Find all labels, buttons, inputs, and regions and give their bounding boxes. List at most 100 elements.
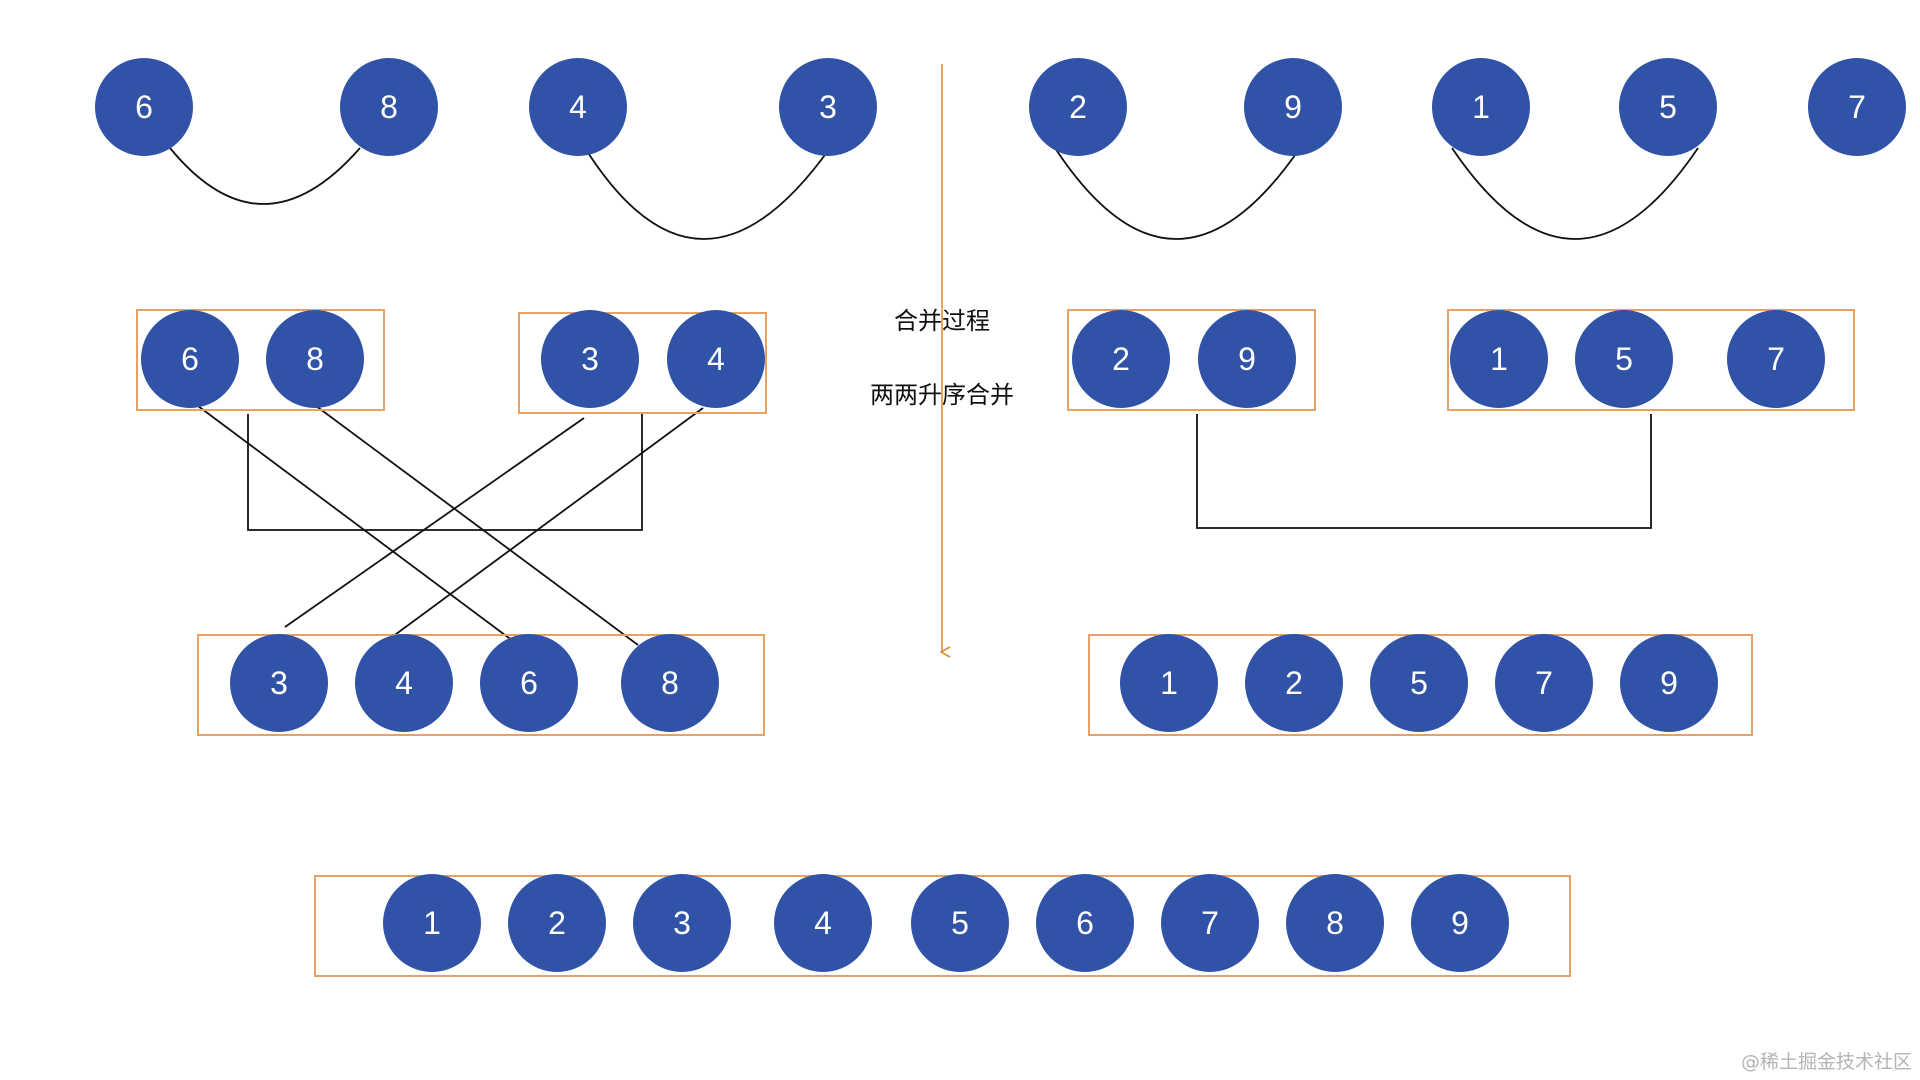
node-circle xyxy=(1432,58,1530,156)
node-circle xyxy=(529,58,627,156)
node-circle xyxy=(508,874,606,972)
node-label: 6 xyxy=(135,89,153,125)
bracket-left xyxy=(247,414,643,531)
node-label: 9 xyxy=(1451,905,1469,941)
curve-6-8 xyxy=(169,147,361,205)
node-label: 6 xyxy=(181,341,199,377)
node-circle xyxy=(383,874,481,972)
number-node-5: 5 xyxy=(911,874,1009,972)
node-label: 8 xyxy=(1326,905,1344,941)
number-node-7: 7 xyxy=(1808,58,1906,156)
node-label: 8 xyxy=(306,341,324,377)
node-circle xyxy=(1244,58,1342,156)
number-node-8: 8 xyxy=(340,58,438,156)
cross-line-6 xyxy=(189,399,518,645)
level-0-pair-curves xyxy=(169,147,1699,240)
node-circle xyxy=(355,634,453,732)
node-circle xyxy=(1808,58,1906,156)
node-circle xyxy=(1120,634,1218,732)
node-label: 2 xyxy=(1069,89,1087,125)
number-node-2: 2 xyxy=(1245,634,1343,732)
node-circle xyxy=(779,58,877,156)
left-merge-cross-lines xyxy=(189,399,704,646)
node-label: 9 xyxy=(1238,341,1256,377)
cross-line-3 xyxy=(284,417,585,628)
node-circle xyxy=(774,874,872,972)
number-node-4: 4 xyxy=(355,634,453,732)
node-circle xyxy=(340,58,438,156)
watermark-text: @稀土掘金技术社区 xyxy=(1741,1051,1912,1073)
curve-2-9 xyxy=(1054,147,1301,240)
node-label: 3 xyxy=(581,341,599,377)
node-label: 3 xyxy=(673,905,691,941)
number-node-1: 1 xyxy=(1120,634,1218,732)
node-circle xyxy=(1620,634,1718,732)
node-label: 7 xyxy=(1767,341,1785,377)
node-label: 6 xyxy=(520,665,538,701)
number-node-7: 7 xyxy=(1727,310,1825,408)
node-label: 5 xyxy=(1659,89,1677,125)
node-label: 4 xyxy=(395,665,413,701)
node-label: 7 xyxy=(1535,665,1553,701)
number-node-1: 1 xyxy=(383,874,481,972)
number-node-8: 8 xyxy=(621,634,719,732)
number-node-4: 4 xyxy=(774,874,872,972)
node-circle xyxy=(541,310,639,408)
level-1-pairs-group-box-2 xyxy=(1067,309,1316,411)
node-label: 4 xyxy=(707,341,725,377)
number-node-9: 9 xyxy=(1198,310,1296,408)
level-3-final-group-box-0 xyxy=(314,875,1571,977)
number-node-5: 5 xyxy=(1370,634,1468,732)
number-node-4: 4 xyxy=(529,58,627,156)
node-label: 9 xyxy=(1660,665,1678,701)
number-node-5: 5 xyxy=(1619,58,1717,156)
level-2-merged-group-box-0 xyxy=(197,634,765,736)
node-label: 1 xyxy=(1490,341,1508,377)
number-node-2: 2 xyxy=(508,874,606,972)
node-label: 7 xyxy=(1848,89,1866,125)
number-node-6: 6 xyxy=(95,58,193,156)
cross-line-4 xyxy=(387,407,704,641)
number-node-6: 6 xyxy=(480,634,578,732)
node-circle xyxy=(1161,874,1259,972)
number-node-6: 6 xyxy=(1036,874,1134,972)
number-node-9: 9 xyxy=(1620,634,1718,732)
node-circle xyxy=(1411,874,1509,972)
number-node-7: 7 xyxy=(1161,874,1259,972)
node-label: 5 xyxy=(1410,665,1428,701)
number-node-9: 9 xyxy=(1411,874,1509,972)
node-label: 5 xyxy=(951,905,969,941)
node-circle xyxy=(1450,310,1548,408)
node-circle xyxy=(1619,58,1717,156)
node-circle xyxy=(1036,874,1134,972)
node-label: 3 xyxy=(819,89,837,125)
level-1-brackets xyxy=(247,414,1652,531)
node-label: 2 xyxy=(1285,665,1303,701)
number-node-2: 2 xyxy=(1029,58,1127,156)
number-node-8: 8 xyxy=(1286,874,1384,972)
node-label: 2 xyxy=(548,905,566,941)
node-label: 1 xyxy=(423,905,441,941)
node-circle xyxy=(1245,634,1343,732)
node-label: 3 xyxy=(270,665,288,701)
node-circle xyxy=(911,874,1009,972)
node-label: 6 xyxy=(1076,905,1094,941)
node-circle xyxy=(95,58,193,156)
node-circle xyxy=(1495,634,1593,732)
node-circle xyxy=(621,634,719,732)
bracket-right xyxy=(1196,414,1652,529)
node-circle xyxy=(633,874,731,972)
node-label: 5 xyxy=(1615,341,1633,377)
curve-1-5 xyxy=(1451,147,1699,240)
node-label: 9 xyxy=(1284,89,1302,125)
node-label: 8 xyxy=(380,89,398,125)
number-node-1: 1 xyxy=(1432,58,1530,156)
node-circle xyxy=(1727,310,1825,408)
node-circle xyxy=(1370,634,1468,732)
number-node-2: 2 xyxy=(1072,310,1170,408)
node-label: 4 xyxy=(569,89,587,125)
level-1-pairs-group-box-1 xyxy=(518,312,767,414)
number-node-4: 4 xyxy=(667,310,765,408)
node-circle xyxy=(480,634,578,732)
